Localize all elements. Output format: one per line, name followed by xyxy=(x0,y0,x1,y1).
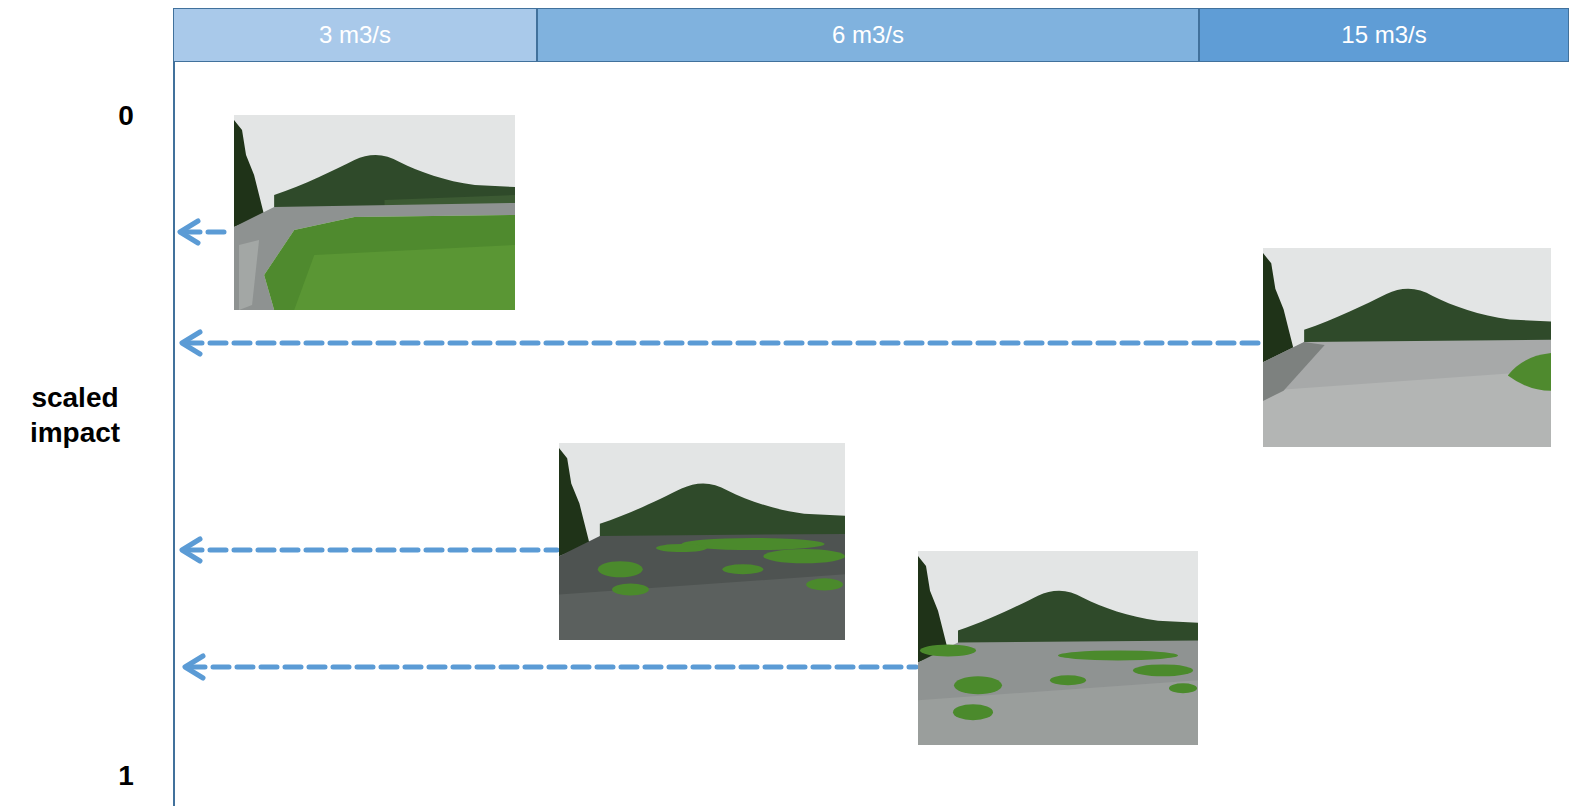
dashed-arrow xyxy=(184,230,232,235)
flow-band: 3 m3/s xyxy=(173,8,537,62)
flow-rate-label: 3 m3/s xyxy=(319,21,391,49)
axis-label: 0 xyxy=(96,98,156,133)
axis-label: scaled impact xyxy=(8,380,142,450)
dashed-arrow xyxy=(186,548,557,553)
flow-band: 15 m3/s xyxy=(1199,8,1569,62)
dashed-arrow xyxy=(189,665,916,670)
flow-rate-label: 15 m3/s xyxy=(1341,21,1426,49)
vertical-axis xyxy=(173,8,175,806)
arrow-head xyxy=(185,656,203,678)
river-photo xyxy=(234,115,515,310)
flow-rate-label: 6 m3/s xyxy=(832,21,904,49)
axis-label: 1 xyxy=(96,758,156,793)
flow-band: 6 m3/s xyxy=(537,8,1199,62)
dashed-arrow xyxy=(186,341,1261,346)
river-photo xyxy=(1263,248,1551,447)
river-photo xyxy=(559,443,845,640)
arrow-head xyxy=(182,332,200,354)
arrow-head xyxy=(182,539,200,561)
arrow-head xyxy=(180,221,198,243)
river-photo xyxy=(918,551,1198,745)
